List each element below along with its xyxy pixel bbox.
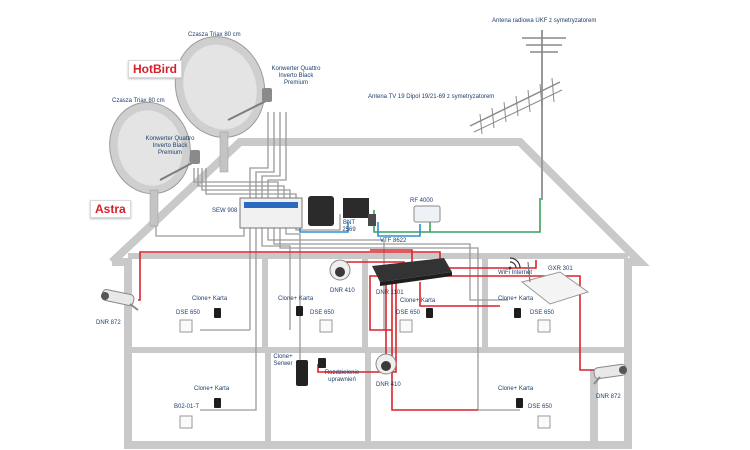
quattro-lnb-icon xyxy=(190,150,200,164)
camera-icon xyxy=(593,363,627,385)
camera-label-left: DNR 872 xyxy=(96,320,121,326)
room4-dse-label: DSE 650 xyxy=(530,310,555,316)
key-card-icon xyxy=(318,358,326,368)
decoder-card-icon xyxy=(214,308,221,318)
room2-card-label: Clone+ Karta xyxy=(278,296,314,302)
room5-b02-label: B02-01-T xyxy=(174,404,200,410)
room6-card-label: Clone+ Karta xyxy=(498,386,534,392)
room3-card-label: Clone+ Karta xyxy=(400,298,436,304)
power-supply xyxy=(308,196,334,226)
wall-socket-icon xyxy=(537,319,551,333)
dome-camera-icon xyxy=(329,259,351,281)
clone-server-tower xyxy=(296,360,308,386)
astra-dish-label: Czasza Triax 80 cm xyxy=(112,98,165,104)
bnt-box xyxy=(343,198,369,218)
room3-dse-label: DSE 650 xyxy=(396,310,421,316)
ukf-antenna-label: Antena radiowa UKF z symetryzatorem xyxy=(492,18,597,24)
dome-camera-icon xyxy=(375,353,397,375)
room1-card-label: Clone+ Karta xyxy=(192,296,228,302)
decoder-card-icon xyxy=(426,308,433,318)
hotbird-dish-label: Czasza Triax 80 cm xyxy=(188,32,241,38)
dnr1101-recorder xyxy=(372,258,452,286)
wifi-label: WiFi Internet xyxy=(498,270,533,276)
hotbird-dish xyxy=(174,36,272,173)
wall-socket-icon xyxy=(399,319,413,333)
room5-card-label: Clone+ Karta xyxy=(194,386,230,392)
astra-badge: Astra xyxy=(90,200,131,218)
green-cable xyxy=(373,198,541,233)
decoder-card-icon xyxy=(296,306,303,316)
room2-dse-label: DSE 650 xyxy=(310,310,335,316)
wall-socket-icon xyxy=(537,415,551,429)
wall-socket-icon xyxy=(319,319,333,333)
decoder-card-icon xyxy=(214,398,221,408)
astra-dish xyxy=(109,101,200,227)
room6-dse-label: DSE 650 xyxy=(528,404,553,410)
wall-socket-icon xyxy=(179,319,193,333)
camera-label-right: DNR 872 xyxy=(596,394,621,400)
clone-server-label: Clone+Serwer xyxy=(273,354,293,367)
vtf-filter xyxy=(368,214,376,226)
dome-camera-label-top: DNR 410 xyxy=(330,288,355,294)
dome-camera-label-bottom: DNR 410 xyxy=(376,382,401,388)
sew-label: SEW 908 xyxy=(212,208,238,214)
gxr-router xyxy=(520,261,590,305)
gxr-label: GXR 301 xyxy=(548,266,573,272)
dnr1101-label: DNR 1101 xyxy=(376,290,404,296)
tv-antenna-label: Antena TV 19 Dipol 19/21-69 z symetryzat… xyxy=(368,94,495,100)
quattro-lnb-icon xyxy=(262,88,272,102)
network-cables xyxy=(138,249,596,411)
room1-dse-label: DSE 650 xyxy=(176,310,201,316)
decoder-card-icon xyxy=(516,398,523,408)
vtf-label: VTF 8622 xyxy=(380,238,407,244)
camera-icon xyxy=(101,289,139,311)
house-outline xyxy=(109,138,650,449)
decoder-card-icon xyxy=(514,308,521,318)
rf-label: RF 4000 xyxy=(410,198,434,204)
room4-card-label: Clone+ Karta xyxy=(498,296,534,302)
wall-socket-icon xyxy=(179,415,193,429)
antenna-mast xyxy=(469,30,566,200)
wifi-icon xyxy=(508,257,521,270)
hotbird-badge: HotBird xyxy=(128,60,182,78)
rf-module xyxy=(413,205,441,223)
